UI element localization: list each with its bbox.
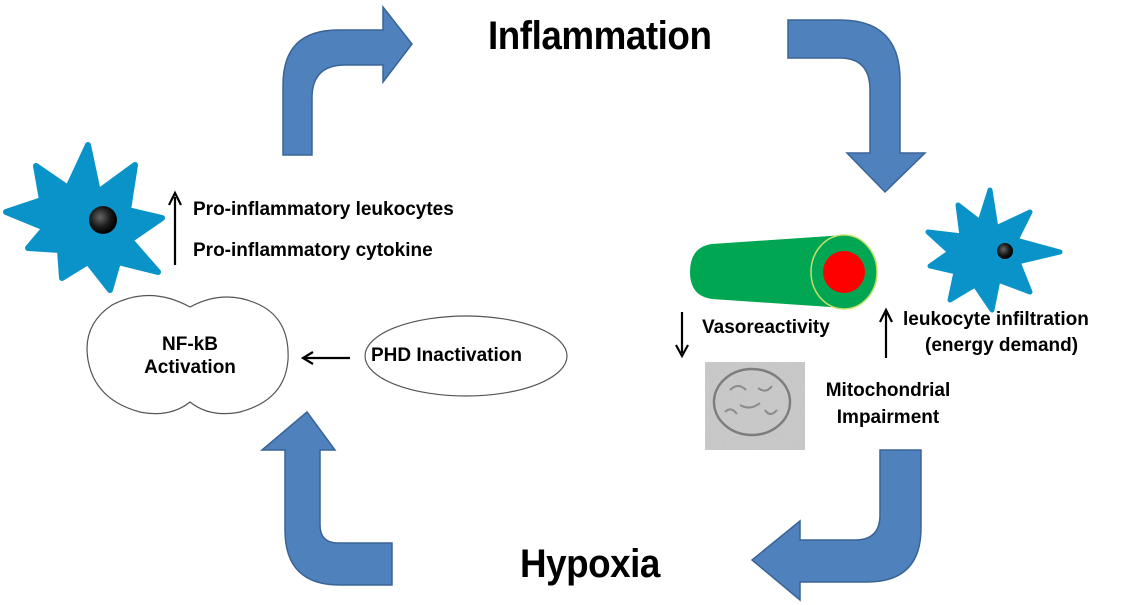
cycle-arrow-to-nfkb [259, 410, 393, 586]
cycle-arrow-to-right-panel [787, 19, 927, 194]
leukocyte-cell-icon-right [925, 187, 1063, 313]
leukocyte-infiltration-label: leukocyte infiltration [903, 309, 1089, 330]
increase-arrow-icon [168, 190, 182, 265]
nucleus-icon [89, 206, 117, 234]
decrease-arrow-icon [675, 312, 689, 359]
impairment-label: Impairment [836, 407, 940, 428]
increase-arrow-icon [879, 307, 893, 358]
mitochondrion-micrograph-image [705, 362, 805, 450]
stage-label-inflammation: Inflammation [488, 14, 712, 58]
energy-demand-label: (energy demand) [925, 335, 1079, 356]
effect-pro-inflammatory-leukocytes: Pro-inflammatory leukocytes [193, 199, 454, 220]
leukocyte-cell-icon-left [3, 142, 165, 293]
cycle-arrow-to-inflammation [282, 4, 413, 156]
vasoreactivity-label: Vasoreactivity [702, 317, 830, 338]
nfkb-activation-shape [86, 294, 289, 415]
nfkb-label-line1: NF-kB [162, 334, 218, 355]
phd-to-nfkb-arrow-icon [300, 351, 350, 365]
stage-label-hypoxia: Hypoxia [520, 542, 660, 586]
phd-inactivation-shape [364, 315, 568, 397]
phd-inactivation-label: PHD Inactivation [371, 345, 522, 366]
nucleus-icon [997, 243, 1013, 259]
blood-vessel-icon [690, 234, 878, 310]
cycle-arrow-to-hypoxia [750, 449, 922, 602]
nfkb-label-line2: Activation [144, 357, 236, 378]
effect-pro-inflammatory-cytokine: Pro-inflammatory cytokine [193, 240, 433, 261]
mitochondrial-label: Mitochondrial [825, 380, 951, 401]
